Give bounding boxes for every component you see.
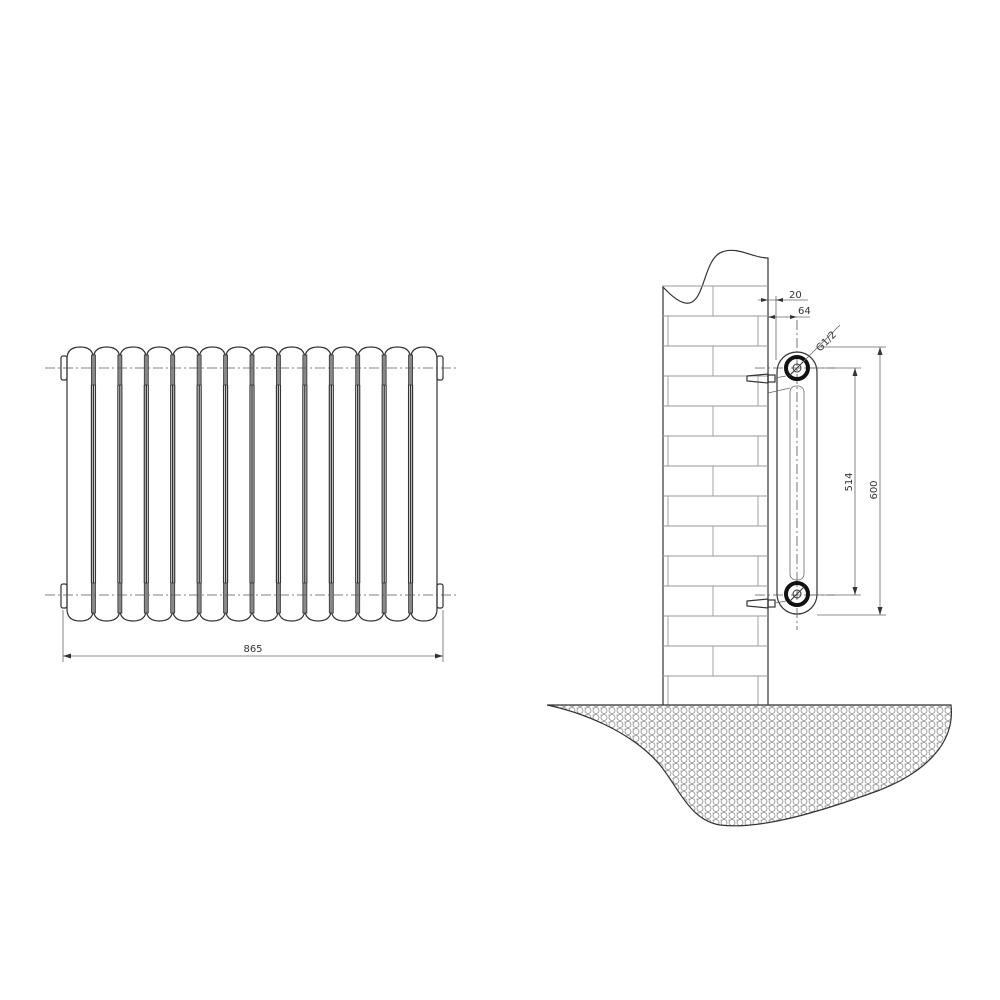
radiator-column bbox=[66, 346, 95, 622]
radiator-column bbox=[249, 346, 280, 622]
radiator-side-view bbox=[746, 320, 835, 630]
radiator-column bbox=[117, 346, 147, 622]
bottom-connection-icon bbox=[784, 581, 810, 607]
ground-hatch bbox=[546, 704, 952, 827]
wall-gap-label: 20 bbox=[789, 290, 802, 301]
brick-wall bbox=[662, 249, 769, 705]
width-dimension: 865 bbox=[62, 610, 444, 662]
width-dimension-label: 865 bbox=[243, 644, 262, 655]
centre-distance-dimension: 514 bbox=[810, 367, 861, 596]
wall-gap-dimension: 20 bbox=[758, 290, 808, 360]
radiator-column bbox=[275, 346, 306, 622]
connection-leader: G1/2 bbox=[802, 324, 841, 363]
radiator-column bbox=[302, 346, 332, 622]
pipe-offset-label: 64 bbox=[798, 306, 811, 317]
end-plug bbox=[60, 583, 68, 609]
radiator-column bbox=[355, 346, 385, 622]
radiator-column bbox=[407, 346, 438, 622]
radiator-column bbox=[196, 346, 227, 622]
pipe-offset-dimension: 64 bbox=[768, 306, 811, 319]
radiator-column bbox=[143, 346, 174, 622]
radiator-front-view bbox=[60, 346, 444, 622]
radiator-column bbox=[90, 346, 121, 622]
radiator-column bbox=[381, 346, 412, 622]
height-label: 600 bbox=[869, 480, 880, 499]
connection-label: G1/2 bbox=[814, 329, 839, 354]
bottom-bracket-icon bbox=[746, 598, 787, 609]
height-dimension: 600 bbox=[817, 346, 886, 616]
radiator-column bbox=[328, 346, 359, 622]
centre-distance-label: 514 bbox=[844, 472, 855, 491]
radiator-column bbox=[222, 346, 253, 622]
radiator-column bbox=[170, 346, 200, 622]
end-plug bbox=[436, 583, 444, 609]
top-connection-icon bbox=[784, 355, 810, 381]
top-bracket-icon bbox=[746, 373, 791, 394]
